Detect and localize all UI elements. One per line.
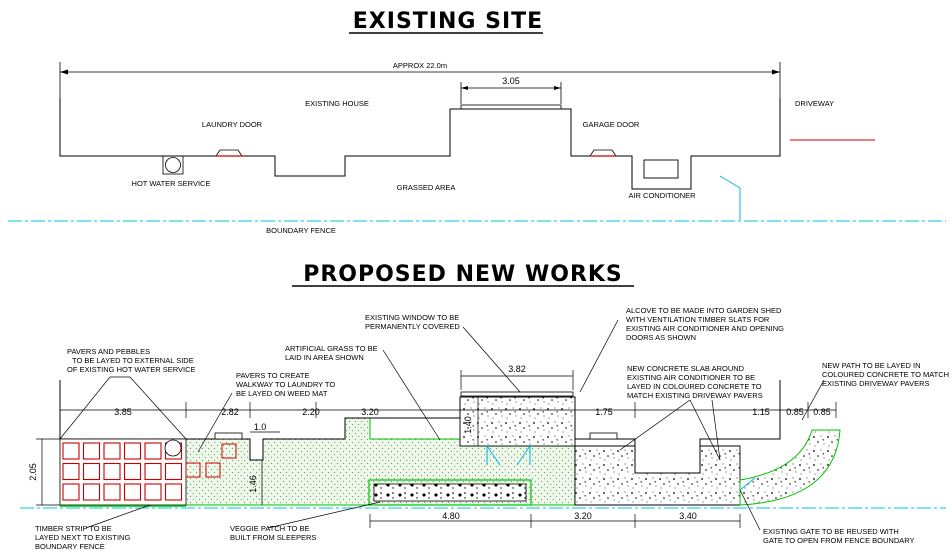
label-garage-door: GARAGE DOOR [583, 120, 640, 129]
dim-3-20-top: 3.20 [361, 407, 379, 417]
veggie-patch [368, 479, 532, 506]
proposed-gate [739, 477, 756, 491]
existing-gate [719, 175, 741, 220]
note-artificial-grass: ARTIFICIAL GRASS TO BE LAID IN AREA SHOW… [285, 344, 380, 362]
label-hot-water-service: HOT WATER SERVICE [132, 179, 211, 188]
proposed-hot-water-service [164, 439, 182, 457]
leader-lines [59, 319, 825, 531]
walkway-pavers [185, 443, 237, 478]
dim-3-40: 3.40 [679, 511, 697, 521]
note-veggie-patch: VEGGIE PATCH TO BE BUILT FROM SLEEPERS [230, 524, 316, 542]
paver-tile [103, 483, 121, 501]
dim-2-05: 2.05 [28, 463, 38, 481]
note-pavers-pebbles: PAVERS AND PEBBLES TO BE LAYED TO EXTERN… [67, 347, 196, 374]
alcove-concrete [459, 396, 576, 447]
note-new-path: NEW PATH TO BE LAYED IN COLOURED CONCRET… [822, 361, 951, 388]
note-pavers-walkway: PAVERS TO CREATE WALKWAY TO LAUNDRY TO B… [236, 371, 337, 398]
title-existing-site: EXISTING SITE [353, 9, 543, 34]
paver-tile [82, 483, 101, 501]
existing-overall-dimension: APPROX 22.0m [393, 61, 447, 70]
label-existing-house: EXISTING HOUSE [305, 99, 369, 108]
paver-tile [144, 462, 162, 481]
existing-house-outline [59, 98, 781, 190]
label-grassed-area: GRASSED AREA [397, 183, 456, 192]
dim-3-82: 3.82 [508, 364, 526, 374]
dim-1-15: 1.15 [752, 407, 770, 417]
dim-1-0: 1.0 [254, 422, 267, 432]
existing-garage-door [589, 149, 617, 157]
existing-site-plan: APPROX 22.0m 3.05 EXISTING HOUSE DRIVEWA… [8, 61, 946, 235]
dim-1-40: 1.40 [463, 416, 473, 434]
dim-4-80: 4.80 [442, 511, 460, 521]
paver-tile [144, 442, 162, 460]
dim-2-20: 2.20 [302, 407, 320, 417]
label-air-conditioner: AIR CONDITIONER [628, 191, 696, 200]
paver-tile [123, 483, 142, 501]
paver-tile [62, 483, 80, 501]
proposed-garage-step [589, 432, 618, 440]
paver-tile [164, 462, 183, 481]
paver-tile [123, 442, 142, 460]
label-driveway: DRIVEWAY [795, 99, 834, 108]
dim-1-46: 1.46 [248, 475, 258, 493]
note-timber-strip: TIMBER STRIP TO BE LAYED NEXT TO EXISTIN… [35, 524, 132, 551]
dim-0-85-b: 0.85 [813, 407, 831, 417]
proposed-laundry-step [214, 432, 243, 440]
paver-tile [82, 442, 101, 460]
paver-tile [82, 462, 101, 481]
paver-tile [164, 483, 183, 501]
note-alcove-shed: ALCOVE TO BE MADE INTO GARDEN SHED WITH … [626, 306, 786, 342]
paver-tile [144, 483, 162, 501]
paver-tile [103, 462, 121, 481]
dim-2-82: 2.82 [221, 407, 239, 417]
label-boundary-fence: BOUNDARY FENCE [266, 226, 336, 235]
note-existing-window: EXISTING WINDOW TO BE PERMANENTLY COVERE… [365, 313, 461, 331]
label-laundry-door: LAUNDRY DOOR [202, 120, 263, 129]
dim-1-75: 1.75 [595, 407, 613, 417]
note-concrete-slab: NEW CONCRETE SLAB AROUND EXISTING AIR CO… [627, 364, 764, 400]
paver-tile [103, 442, 121, 460]
paver-tile [123, 462, 142, 481]
existing-window-dimension: 3.05 [502, 76, 520, 86]
existing-laundry-door [215, 149, 243, 157]
dim-0-85-a: 0.85 [786, 407, 804, 417]
existing-hot-water-service [162, 155, 184, 175]
new-path-curved [739, 429, 841, 506]
title-proposed-works: PROPOSED NEW WORKS [303, 262, 623, 287]
proposed-site-plan: 3.85 2.82 2.20 3.20 1.75 1.15 0.85 0.85 … [20, 306, 951, 551]
dim-3-85: 3.85 [114, 407, 132, 417]
concrete-slab-air-conditioner [574, 445, 741, 506]
paver-tile [62, 442, 80, 460]
note-existing-gate: EXISTING GATE TO BE REUSED WITH GATE TO … [763, 527, 915, 545]
existing-air-conditioner [643, 159, 679, 179]
dim-3-20-bottom: 3.20 [574, 511, 592, 521]
paver-tile [62, 462, 80, 481]
shed-doors [486, 445, 531, 466]
